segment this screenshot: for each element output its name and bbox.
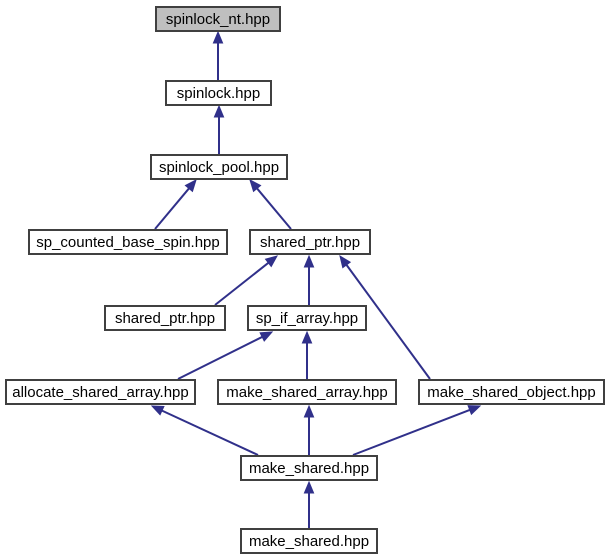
edge-line <box>161 409 259 456</box>
edge-arrowhead <box>184 179 197 193</box>
node-box[interactable] <box>5 379 196 405</box>
edge-line <box>345 264 431 380</box>
graph-edge <box>301 330 313 379</box>
edge-arrowhead <box>303 254 315 268</box>
graph-node-make_shared_b[interactable]: make_shared.hpp <box>240 528 378 554</box>
graph-edge <box>339 254 431 380</box>
edge-arrowhead <box>467 405 482 416</box>
edge-line <box>352 409 471 456</box>
node-box[interactable] <box>165 80 272 106</box>
graph-edge <box>303 480 315 528</box>
edge-arrowhead <box>212 30 224 44</box>
node-box[interactable] <box>28 229 228 255</box>
edge-arrowhead <box>303 480 315 494</box>
graph-edge <box>150 405 259 456</box>
edge-arrowhead <box>249 179 262 193</box>
graph-node-spinlock_nt[interactable]: spinlock_nt.hpp <box>155 6 281 32</box>
graph-edge <box>213 104 225 154</box>
node-box[interactable] <box>247 305 367 331</box>
graph-edges <box>150 30 482 528</box>
edge-line <box>256 187 292 230</box>
edge-arrowhead <box>213 104 225 118</box>
graph-node-make_shared_array[interactable]: make_shared_array.hpp <box>217 379 397 405</box>
node-box[interactable] <box>155 6 281 32</box>
graph-edge <box>212 30 224 80</box>
edge-line <box>154 187 190 230</box>
graph-node-make_shared_a[interactable]: make_shared.hpp <box>240 455 378 481</box>
node-box[interactable] <box>249 229 371 255</box>
graph-node-shared_ptr_a[interactable]: shared_ptr.hpp <box>249 229 371 255</box>
node-box[interactable] <box>104 305 226 331</box>
graph-edge <box>352 405 482 456</box>
graph-node-sp_counted_base_spin[interactable]: sp_counted_base_spin.hpp <box>28 229 228 255</box>
graph-node-make_shared_object[interactable]: make_shared_object.hpp <box>418 379 605 405</box>
graph-node-spinlock[interactable]: spinlock.hpp <box>165 80 272 106</box>
edge-arrowhead <box>339 254 352 269</box>
graph-edge <box>303 404 315 455</box>
edge-arrowhead <box>150 405 165 416</box>
edge-line <box>214 262 269 306</box>
edge-arrowhead <box>303 404 315 418</box>
graph-nodes: spinlock_nt.hpp spinlock.hpp spinlock_pool… <box>5 6 605 554</box>
graph-edge <box>303 254 315 305</box>
edge-line <box>177 336 263 380</box>
graph-node-sp_if_array[interactable]: sp_if_array.hpp <box>247 305 367 331</box>
edge-arrowhead <box>259 331 274 342</box>
node-box[interactable] <box>240 455 378 481</box>
node-box[interactable] <box>418 379 605 405</box>
graph-node-shared_ptr_b[interactable]: shared_ptr.hpp <box>104 305 226 331</box>
node-box[interactable] <box>217 379 397 405</box>
graph-edge <box>249 179 292 230</box>
graph-node-spinlock_pool[interactable]: spinlock_pool.hpp <box>150 154 288 180</box>
node-box[interactable] <box>150 154 288 180</box>
graph-node-allocate_shared_array[interactable]: allocate_shared_array.hpp <box>5 379 196 405</box>
node-box[interactable] <box>240 528 378 554</box>
graph-edge <box>154 179 197 230</box>
graph-edge <box>177 331 274 380</box>
graph-edge <box>214 255 279 306</box>
edge-arrowhead <box>301 330 313 344</box>
edge-arrowhead <box>264 255 279 268</box>
